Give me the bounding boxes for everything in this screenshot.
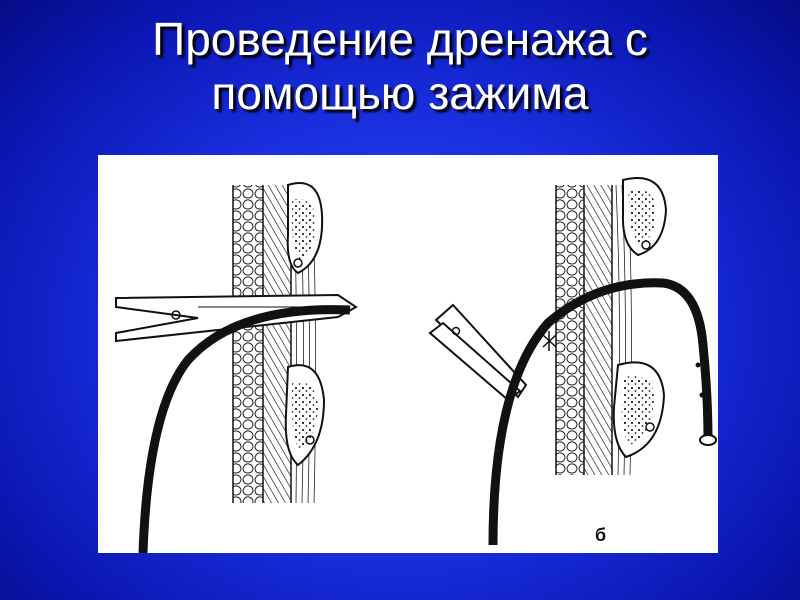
chest-wall-right (555, 177, 668, 476)
slide-title: Проведение дренажа с помощью зажима (152, 13, 648, 119)
panel-label: б (595, 525, 607, 545)
drain-tube-right (488, 278, 717, 546)
clamp-right (428, 303, 528, 402)
chest-wall-left (232, 182, 326, 504)
drain-clamp-illustration (115, 177, 717, 553)
drain-tube-left (138, 305, 351, 553)
illustration: б (98, 155, 718, 553)
